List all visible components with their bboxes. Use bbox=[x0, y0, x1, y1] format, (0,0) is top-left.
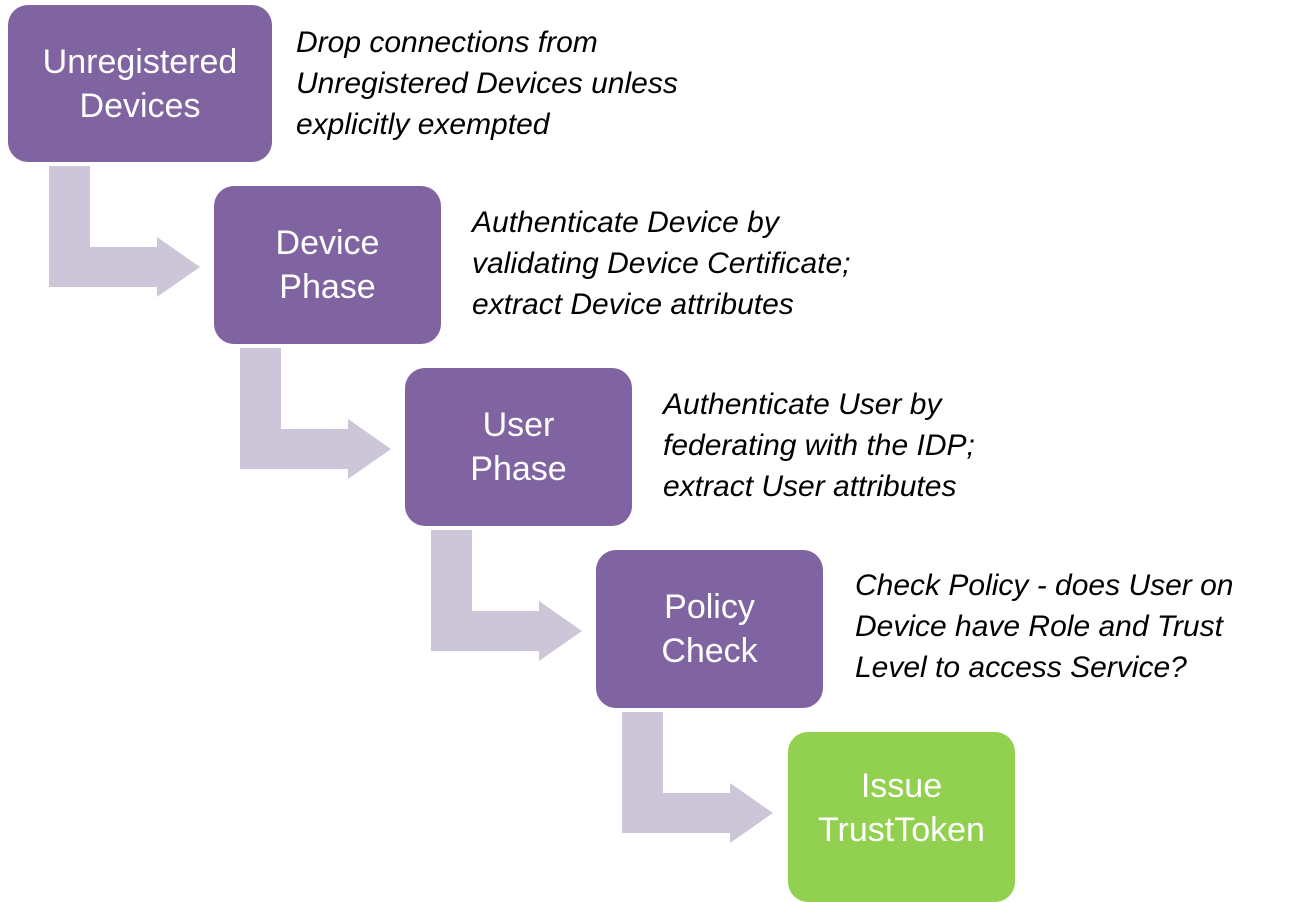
step-label: Devices bbox=[79, 86, 201, 125]
step-unregistered-devices: Unregistered Devices bbox=[8, 5, 272, 162]
step-description-3: Authenticate User by federating with the… bbox=[663, 384, 975, 507]
step-label: TrustToken bbox=[818, 811, 985, 849]
description-line: federating with the IDP; bbox=[663, 429, 975, 462]
step-issue-trusttoken: Issue TrustToken bbox=[788, 732, 1015, 902]
step-description-1: Drop connections from Unregistered Devic… bbox=[296, 22, 678, 145]
arrow-2-to-3 bbox=[240, 348, 391, 479]
description-line: validating Device Certificate; bbox=[472, 247, 851, 280]
description-line: Check Policy - does User on bbox=[855, 569, 1234, 602]
flow-arrows bbox=[49, 166, 773, 843]
step-label: Unregistered bbox=[42, 42, 238, 81]
description-line: Level to access Service? bbox=[855, 651, 1187, 684]
step-label: User bbox=[482, 406, 555, 444]
description-line: Unregistered Devices unless bbox=[296, 67, 678, 100]
description-line: Drop connections from bbox=[296, 26, 598, 59]
arrow-3-to-4 bbox=[431, 530, 582, 661]
step-user-phase: User Phase bbox=[405, 368, 632, 526]
step-label: Device bbox=[275, 224, 380, 262]
step-policy-check: Policy Check bbox=[596, 550, 823, 708]
step-label: Issue bbox=[860, 767, 943, 805]
step-description-2: Authenticate Device by validating Device… bbox=[472, 202, 851, 325]
arrow-1-to-2 bbox=[49, 166, 200, 297]
step-description-4: Check Policy - does User on Device have … bbox=[855, 565, 1234, 688]
step-label: Phase bbox=[470, 450, 567, 488]
step-label: Phase bbox=[279, 268, 376, 306]
description-line: extract Device attributes bbox=[472, 288, 794, 321]
arrow-4-to-5 bbox=[622, 712, 773, 843]
step-label: Check bbox=[661, 632, 758, 670]
step-label: Policy bbox=[664, 588, 755, 626]
description-line: explicitly exempted bbox=[296, 108, 550, 141]
description-line: Authenticate Device by bbox=[472, 206, 779, 239]
step-device-phase: Device Phase bbox=[214, 186, 441, 344]
description-line: extract User attributes bbox=[663, 470, 957, 503]
description-line: Device have Role and Trust bbox=[855, 610, 1223, 643]
description-line: Authenticate User by bbox=[663, 388, 942, 421]
